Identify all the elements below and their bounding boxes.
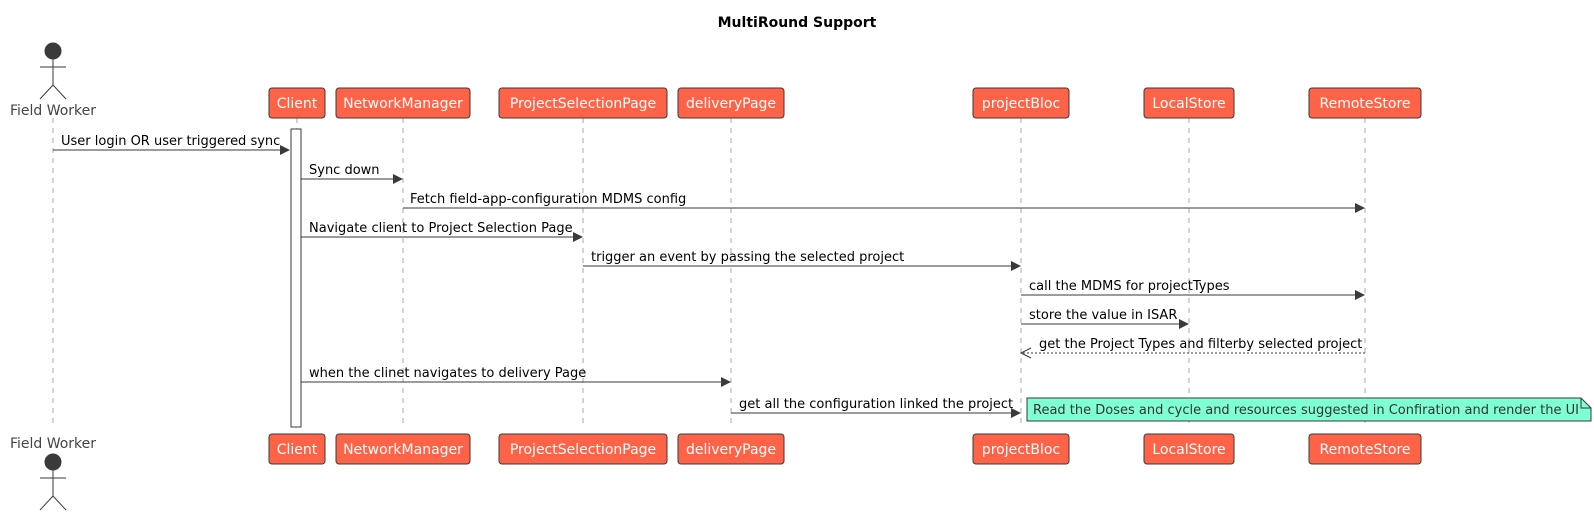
participant-project-selection-page-label: ProjectSelectionPage — [510, 442, 656, 458]
participant-project-bloc-box — [972, 87, 1070, 119]
participant-local-store-label: LocalStore — [1152, 96, 1225, 112]
participants-bottom: Client NetworkManager ProjectSelectionPa… — [268, 433, 1422, 465]
message-label: Sync down — [309, 163, 380, 178]
participant-client-label: Client — [277, 96, 318, 112]
participant-local-store-label: LocalStore — [1152, 442, 1225, 458]
message-label: call the MDMS for projectTypes — [1029, 279, 1230, 294]
message-10: get all the configuration linked the pro… — [731, 397, 1021, 418]
arrowhead-icon — [721, 377, 731, 387]
arrowhead-icon — [573, 232, 583, 242]
actor-field-worker-top: Field Worker — [10, 42, 96, 119]
participant-project-selection-page-box — [498, 433, 668, 465]
participant-remote-store-label: RemoteStore — [1319, 442, 1410, 458]
message-3: Fetch field-app-configuration MDMS confi… — [403, 192, 1365, 213]
participant-project-bloc-label: projectBloc — [982, 442, 1060, 458]
participant-client-label: Client — [277, 442, 318, 458]
message-5: trigger an event by passing the selected… — [583, 250, 1021, 271]
arrowhead-icon — [1355, 203, 1365, 213]
participant-delivery-page-box — [677, 433, 785, 465]
message-4: Navigate client to Project Selection Pag… — [301, 221, 583, 242]
message-label: store the value in ISAR — [1029, 308, 1177, 323]
arrowhead-icon — [1011, 408, 1021, 418]
participant-network-manager-box — [335, 87, 471, 119]
message-9: when the clinet navigates to delivery Pa… — [301, 366, 731, 387]
actor-head-icon — [44, 42, 62, 60]
message-1: User login OR user triggered sync — [53, 134, 290, 155]
participant-project-bloc-box — [972, 433, 1070, 465]
message-label: trigger an event by passing the selected… — [591, 250, 904, 265]
participant-client-box — [268, 433, 326, 465]
participant-local-store-box — [1143, 433, 1235, 465]
message-label: when the clinet navigates to delivery Pa… — [309, 366, 586, 381]
participant-remote-store-box — [1308, 433, 1422, 465]
client-activation-bar — [290, 128, 302, 428]
actor-label-top: Field Worker — [10, 103, 96, 119]
participant-network-manager-label: NetworkManager — [343, 442, 463, 458]
message-label: get all the configuration linked the pro… — [739, 397, 1013, 412]
actor-field-worker-bottom: Field Worker — [10, 436, 96, 511]
arrowhead-icon — [1011, 261, 1021, 271]
arrowhead-icon — [1355, 290, 1365, 300]
note-corner-icon — [1580, 398, 1591, 409]
arrowhead-icon — [393, 174, 403, 184]
participant-network-manager-box — [335, 433, 471, 465]
message-2: Sync down — [301, 163, 403, 184]
diagram-title: MultiRound Support — [718, 15, 877, 31]
participant-project-bloc-label: projectBloc — [982, 96, 1060, 112]
participant-network-manager-label: NetworkManager — [343, 96, 463, 112]
messages: User login OR user triggered sync Sync d… — [53, 134, 1365, 418]
note-box — [1026, 397, 1592, 422]
participant-delivery-page-label: deliveryPage — [686, 96, 776, 112]
note-text: Read the Doses and cycle and resources s… — [1033, 403, 1579, 418]
message-label: Fetch field-app-configuration MDMS confi… — [410, 192, 686, 207]
note: Read the Doses and cycle and resources s… — [1026, 397, 1592, 422]
arrowhead-icon — [1179, 319, 1189, 329]
participants-top: Client NetworkManager ProjectSelectionPa… — [268, 87, 1422, 119]
arrowhead-icon — [280, 145, 290, 155]
actor-label-bottom: Field Worker — [10, 436, 96, 452]
actor-head-icon — [44, 453, 62, 471]
message-8: get the Project Types and filterby selec… — [1019, 337, 1365, 359]
participant-project-selection-page-label: ProjectSelectionPage — [510, 96, 656, 112]
participant-remote-store-box — [1308, 87, 1422, 119]
participant-client-box — [268, 87, 326, 119]
message-label: User login OR user triggered sync — [61, 134, 280, 149]
participant-delivery-page-label: deliveryPage — [686, 442, 776, 458]
message-label: get the Project Types and filterby selec… — [1039, 337, 1362, 352]
participant-local-store-box — [1143, 87, 1235, 119]
message-label: Navigate client to Project Selection Pag… — [309, 221, 573, 236]
participant-remote-store-label: RemoteStore — [1319, 96, 1410, 112]
participant-project-selection-page-box — [498, 87, 668, 119]
participant-delivery-page-box — [677, 87, 785, 119]
arrowhead-icon — [1019, 347, 1032, 359]
message-6: call the MDMS for projectTypes — [1021, 279, 1365, 300]
message-7: store the value in ISAR — [1021, 308, 1189, 329]
